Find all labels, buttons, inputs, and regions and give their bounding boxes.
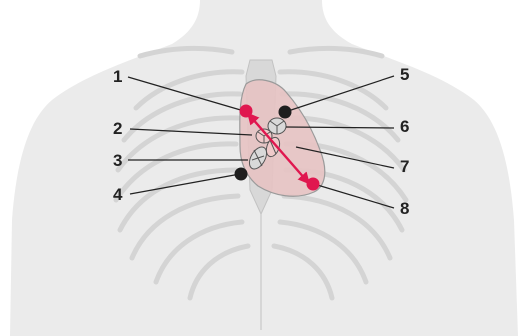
red-marker-8: [307, 178, 320, 191]
callout-number-5: 5: [400, 65, 409, 84]
callout-number-4: 4: [113, 185, 123, 204]
callout-number-2: 2: [113, 119, 122, 138]
callout-number-7: 7: [400, 157, 409, 176]
red-marker-1: [240, 105, 253, 118]
callout-number-3: 3: [113, 151, 122, 170]
black-marker-5: [279, 106, 292, 119]
callout-number-1: 1: [113, 67, 122, 86]
callout-number-6: 6: [400, 117, 409, 136]
callout-number-8: 8: [400, 199, 409, 218]
black-marker-4: [235, 168, 248, 181]
